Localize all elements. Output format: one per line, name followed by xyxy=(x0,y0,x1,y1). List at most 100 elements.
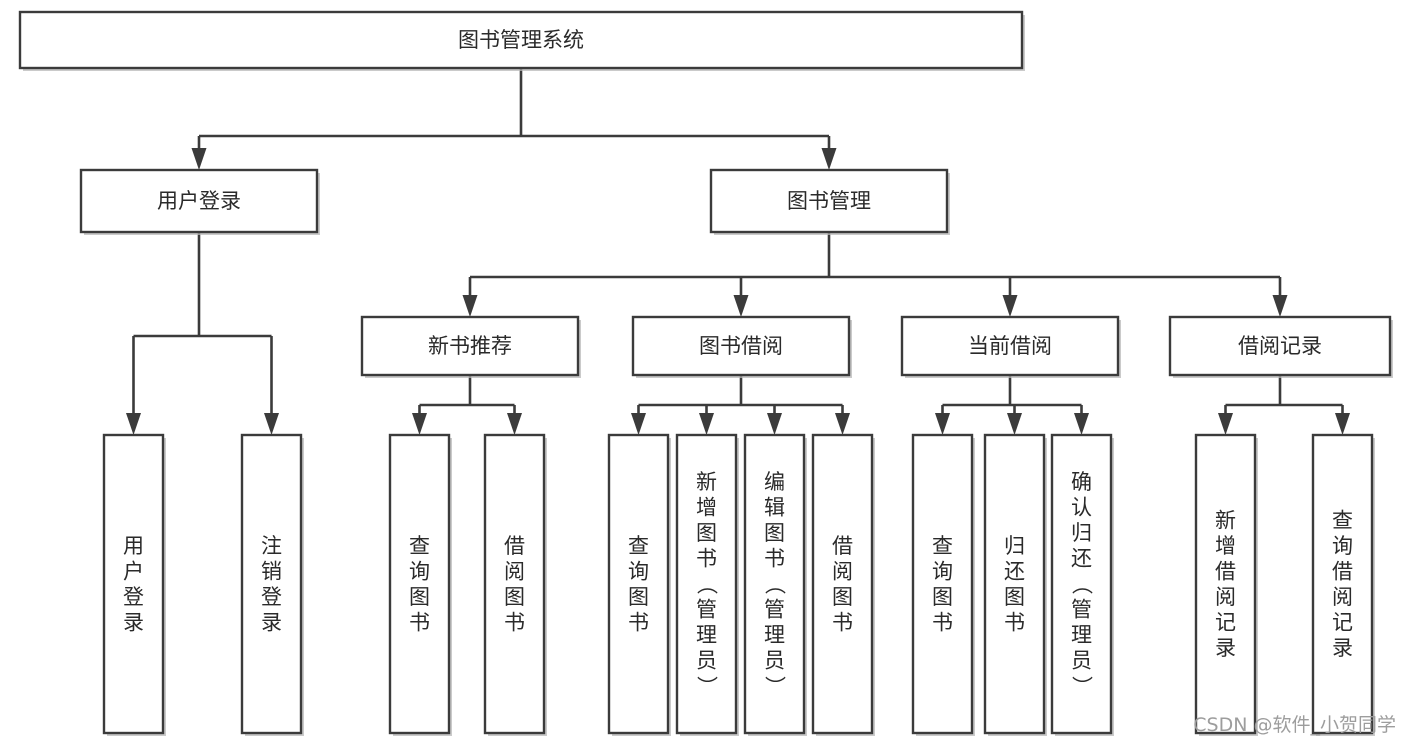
node-box[interactable] xyxy=(743,433,806,735)
node-label-char: 录 xyxy=(261,610,282,634)
node-label-char: 录 xyxy=(123,610,144,634)
node-label-char: 借 xyxy=(1332,559,1353,583)
node-label-char: 书 xyxy=(932,610,953,634)
node-box[interactable] xyxy=(675,433,738,735)
node-label-char: 员 xyxy=(764,649,785,673)
node-box[interactable] xyxy=(102,433,165,735)
node-box[interactable] xyxy=(1311,433,1374,735)
node-box[interactable] xyxy=(709,168,949,234)
node-label-char: （ xyxy=(1070,574,1094,595)
node-label-char: 图 xyxy=(764,521,785,545)
arrow-head-icon xyxy=(733,295,749,317)
arrow-head-icon xyxy=(631,413,646,435)
node-label-char: 图 xyxy=(628,585,649,609)
node-label-char: 录 xyxy=(1215,636,1236,660)
node-borrow-record[interactable]: 借阅记录 xyxy=(1168,315,1393,378)
node-label-char: （ xyxy=(695,574,719,595)
node-label-char: 书 xyxy=(832,610,853,634)
node-box[interactable] xyxy=(483,433,546,735)
node-box[interactable] xyxy=(1194,433,1257,735)
node-label-char: 登 xyxy=(123,585,144,609)
node-label-char: ） xyxy=(695,676,719,697)
node-label-char: 新 xyxy=(696,470,717,494)
node-label-char: 书 xyxy=(696,547,717,571)
node-label-char: 用 xyxy=(123,534,144,558)
arrow-head-icon xyxy=(191,148,207,170)
arrow-head-icon xyxy=(1218,413,1233,435)
node-label: 新书推荐 xyxy=(428,334,512,358)
node-label-char: （ xyxy=(763,574,787,595)
arrow-head-icon xyxy=(1007,413,1022,435)
node-box[interactable] xyxy=(900,315,1120,377)
node-label: 图书管理 xyxy=(787,189,871,213)
node-label-char: 书 xyxy=(504,610,525,634)
node-label-char: 理 xyxy=(1071,623,1092,647)
node-book-manage[interactable]: 图书管理 xyxy=(709,168,950,235)
node-label-char: 借 xyxy=(1215,559,1236,583)
node-box[interactable] xyxy=(911,433,974,735)
node-label-char: 图 xyxy=(409,585,430,609)
node-label-char: 图 xyxy=(832,585,853,609)
node-label-char: 理 xyxy=(764,623,785,647)
node-box[interactable] xyxy=(240,433,303,735)
node-root[interactable]: 图书管理系统 xyxy=(18,10,1025,71)
node-box[interactable] xyxy=(18,10,1024,70)
node-label-char: 录 xyxy=(1332,636,1353,660)
node-box[interactable] xyxy=(79,168,319,234)
node-box[interactable] xyxy=(1050,433,1113,735)
node-label-char: ） xyxy=(1070,676,1094,697)
node-label-char: 员 xyxy=(696,649,717,673)
node-label-char: 查 xyxy=(409,534,430,558)
node-box[interactable] xyxy=(811,433,874,735)
arrow-head-icon xyxy=(264,413,279,435)
node-label-char: 编 xyxy=(764,470,785,494)
node-label: 图书管理系统 xyxy=(458,28,584,52)
node-label: 图书借阅 xyxy=(699,334,783,358)
node-leaf-user-login[interactable]: 用户登录 xyxy=(102,433,166,736)
node-current-borrow[interactable]: 当前借阅 xyxy=(900,315,1121,378)
node-label-char: 图 xyxy=(932,585,953,609)
node-box[interactable] xyxy=(631,315,851,377)
node-label-char: 查 xyxy=(932,534,953,558)
arrow-head-icon xyxy=(412,413,427,435)
arrow-head-icon xyxy=(462,295,478,317)
node-label-char: 图 xyxy=(1004,585,1025,609)
arrow-head-icon xyxy=(935,413,950,435)
node-box[interactable] xyxy=(360,315,580,377)
node-box[interactable] xyxy=(1168,315,1392,377)
node-label-char: 记 xyxy=(1215,610,1236,634)
node-box[interactable] xyxy=(388,433,451,735)
node-box[interactable] xyxy=(983,433,1046,735)
node-label-char: 销 xyxy=(261,559,282,583)
node-label-char: ） xyxy=(763,676,787,697)
node-user-login[interactable]: 用户登录 xyxy=(79,168,320,235)
node-label-char: 归 xyxy=(1071,521,1092,545)
node-box[interactable] xyxy=(607,433,670,735)
node-label-char: 归 xyxy=(1004,534,1025,558)
node-label-char: 认 xyxy=(1071,496,1092,520)
node-label-char: 阅 xyxy=(1215,585,1236,609)
node-book-borrow[interactable]: 图书借阅 xyxy=(631,315,852,378)
node-label-char: 增 xyxy=(696,496,717,520)
node-new-book-rec[interactable]: 新书推荐 xyxy=(360,315,581,378)
